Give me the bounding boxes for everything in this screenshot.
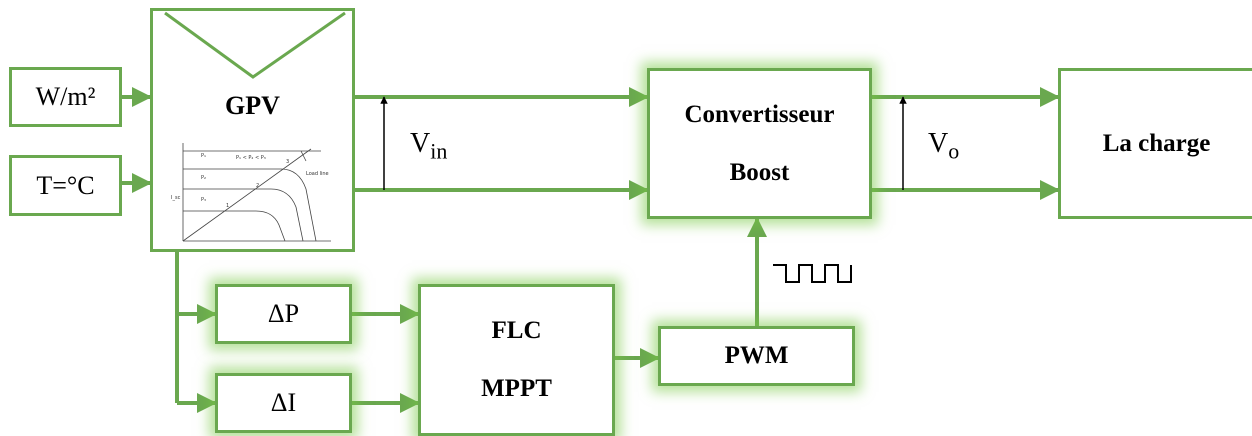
solar-panel-icon [164,11,346,79]
gpv-title: GPV [225,91,280,120]
curve-label-3: 3 [286,159,289,165]
delta-i-block: ΔI [215,373,352,433]
irradiance-input-box: W/m² [9,67,122,127]
temperature-input-box: T=°C [9,155,122,216]
load-label: La charge [1102,129,1211,157]
vo-label: Vo [928,128,959,165]
pwm-label: PWM [724,342,789,369]
irradiance-label: W/m² [35,82,96,111]
vin-label: Vin [410,128,447,165]
curve-label-1: 1 [226,203,229,209]
load-block: La charge [1058,68,1252,219]
iv-curve-chart: P₁ P₂ P₃ P₁ < P₂ < P₃ Load line 1 2 3 I_… [171,143,331,242]
curve-label-loadline: Load line [306,171,329,177]
curve-label-2: 2 [256,183,259,189]
delta-p-label: ΔP [267,299,300,328]
converter-line2: Boost [729,158,790,186]
boost-converter-block: Convertisseur Boost [647,68,872,219]
gpv-block: GPV P₁ P₂ P₃ P₁ < P₂ < P₃ Load line 1 2 … [150,8,355,252]
curve-label-p1: P₁ [201,153,206,159]
temperature-label: T=°C [36,170,95,200]
flc-line1: FLC [491,317,542,344]
vin-sub: in [430,138,448,164]
curve-label-isc: I_sc [171,195,181,201]
pwm-block: PWM [658,326,855,386]
vin-main: V [410,128,431,159]
delta-p-block: ΔP [215,284,352,344]
curve-label-p2: P₂ [201,175,206,181]
curve-label-inequality: P₁ < P₂ < P₃ [236,155,266,161]
flc-mppt-block: FLC MPPT [418,284,615,436]
curve-label-p3: P₃ [201,197,206,203]
delta-i-label: ΔI [270,388,297,417]
vo-main: V [928,128,949,159]
converter-line1: Convertisseur [684,100,835,128]
vo-sub: o [948,138,960,164]
flc-line2: MPPT [481,375,552,402]
